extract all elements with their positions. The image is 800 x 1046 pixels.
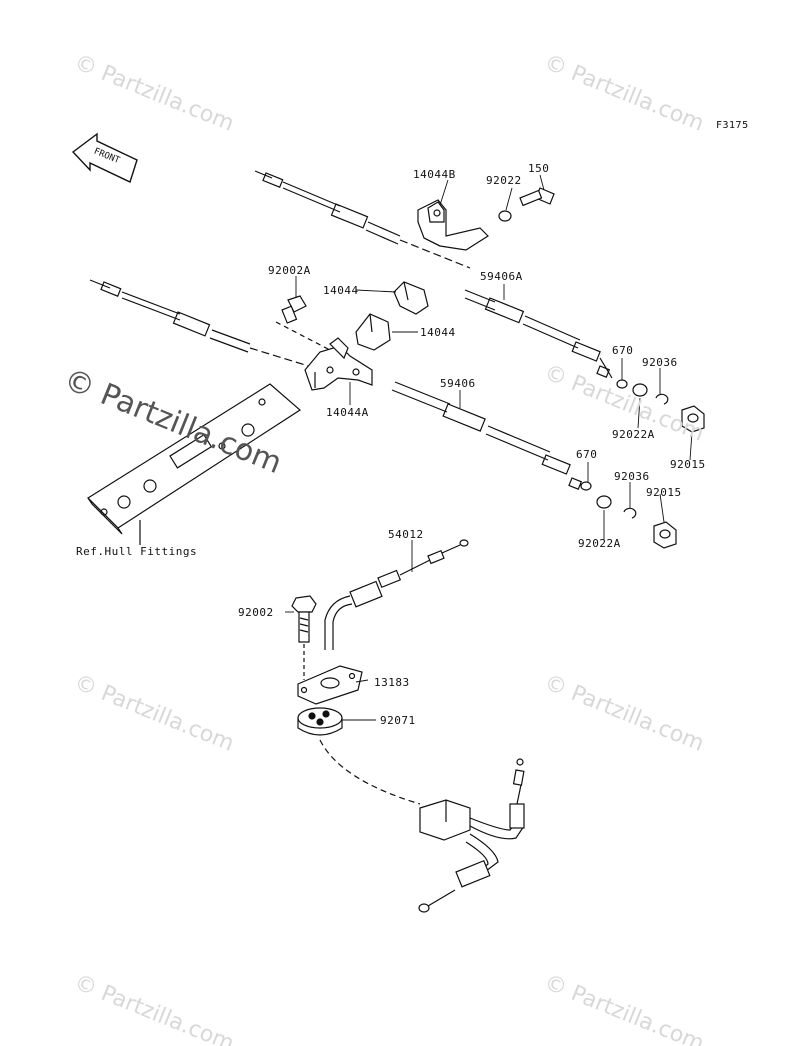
front-arrow-icon: FRONT <box>71 132 138 183</box>
part-label-54012: 54012 <box>388 528 424 541</box>
part-label-14044-lower: 14044 <box>420 326 456 339</box>
washer-92022a-upper <box>632 383 648 397</box>
part-label-59406a: 59406A <box>480 270 523 283</box>
part-label-92036-lower: 92036 <box>614 470 650 483</box>
bracket-14044b <box>417 199 489 251</box>
part-label-92022a-upper: 92022A <box>612 428 655 441</box>
part-label-92022a-lower: 92022A <box>578 537 621 550</box>
clip-92036-lower <box>623 507 637 519</box>
washer-92022 <box>498 210 512 222</box>
part-label-59406: 59406 <box>440 377 476 390</box>
part-label-13183: 13183 <box>374 676 410 689</box>
clamp-14044-upper <box>393 281 429 315</box>
nut-92015-upper <box>681 405 705 433</box>
part-label-92071: 92071 <box>380 714 416 727</box>
cable-59406a <box>254 170 613 379</box>
hull-fittings-plate <box>87 383 301 545</box>
part-label-92002a: 92002A <box>268 264 311 277</box>
nut-92015-lower <box>653 521 677 549</box>
part-label-14044a: 14044A <box>326 406 369 419</box>
cable-59406 <box>89 279 583 490</box>
part-label-92022: 92022 <box>486 174 522 187</box>
part-label-150: 150 <box>528 162 550 175</box>
cable-54012 <box>324 539 469 650</box>
lower-cable-assembly <box>418 758 525 913</box>
clamp-14044-lower <box>355 313 391 351</box>
gasket-13183 <box>297 665 363 705</box>
o-ring-670-lower <box>580 481 592 491</box>
part-label-670-lower: 670 <box>576 448 598 461</box>
bolt-150 <box>519 187 555 207</box>
bolt-92002a <box>275 295 331 351</box>
washer-92022a-lower <box>596 495 612 509</box>
part-label-92015-upper: 92015 <box>670 458 706 471</box>
leader-lines <box>285 174 693 721</box>
part-label-14044-upper: 14044 <box>323 284 359 297</box>
part-label-92036-upper: 92036 <box>642 356 678 369</box>
part-label-92002: 92002 <box>238 606 274 619</box>
bolt-92002 <box>291 595 317 680</box>
part-label-92015-lower: 92015 <box>646 486 682 499</box>
part-label-670-upper: 670 <box>612 344 634 357</box>
bracket-14044a <box>304 337 373 391</box>
part-label-14044b: 14044B <box>413 168 456 181</box>
ref-hull-fittings-label: Ref.Hull Fittings <box>76 545 198 558</box>
grommet-92071 <box>297 707 421 805</box>
clip-92036-upper <box>655 393 669 405</box>
figure-code: F3175 <box>716 120 749 131</box>
